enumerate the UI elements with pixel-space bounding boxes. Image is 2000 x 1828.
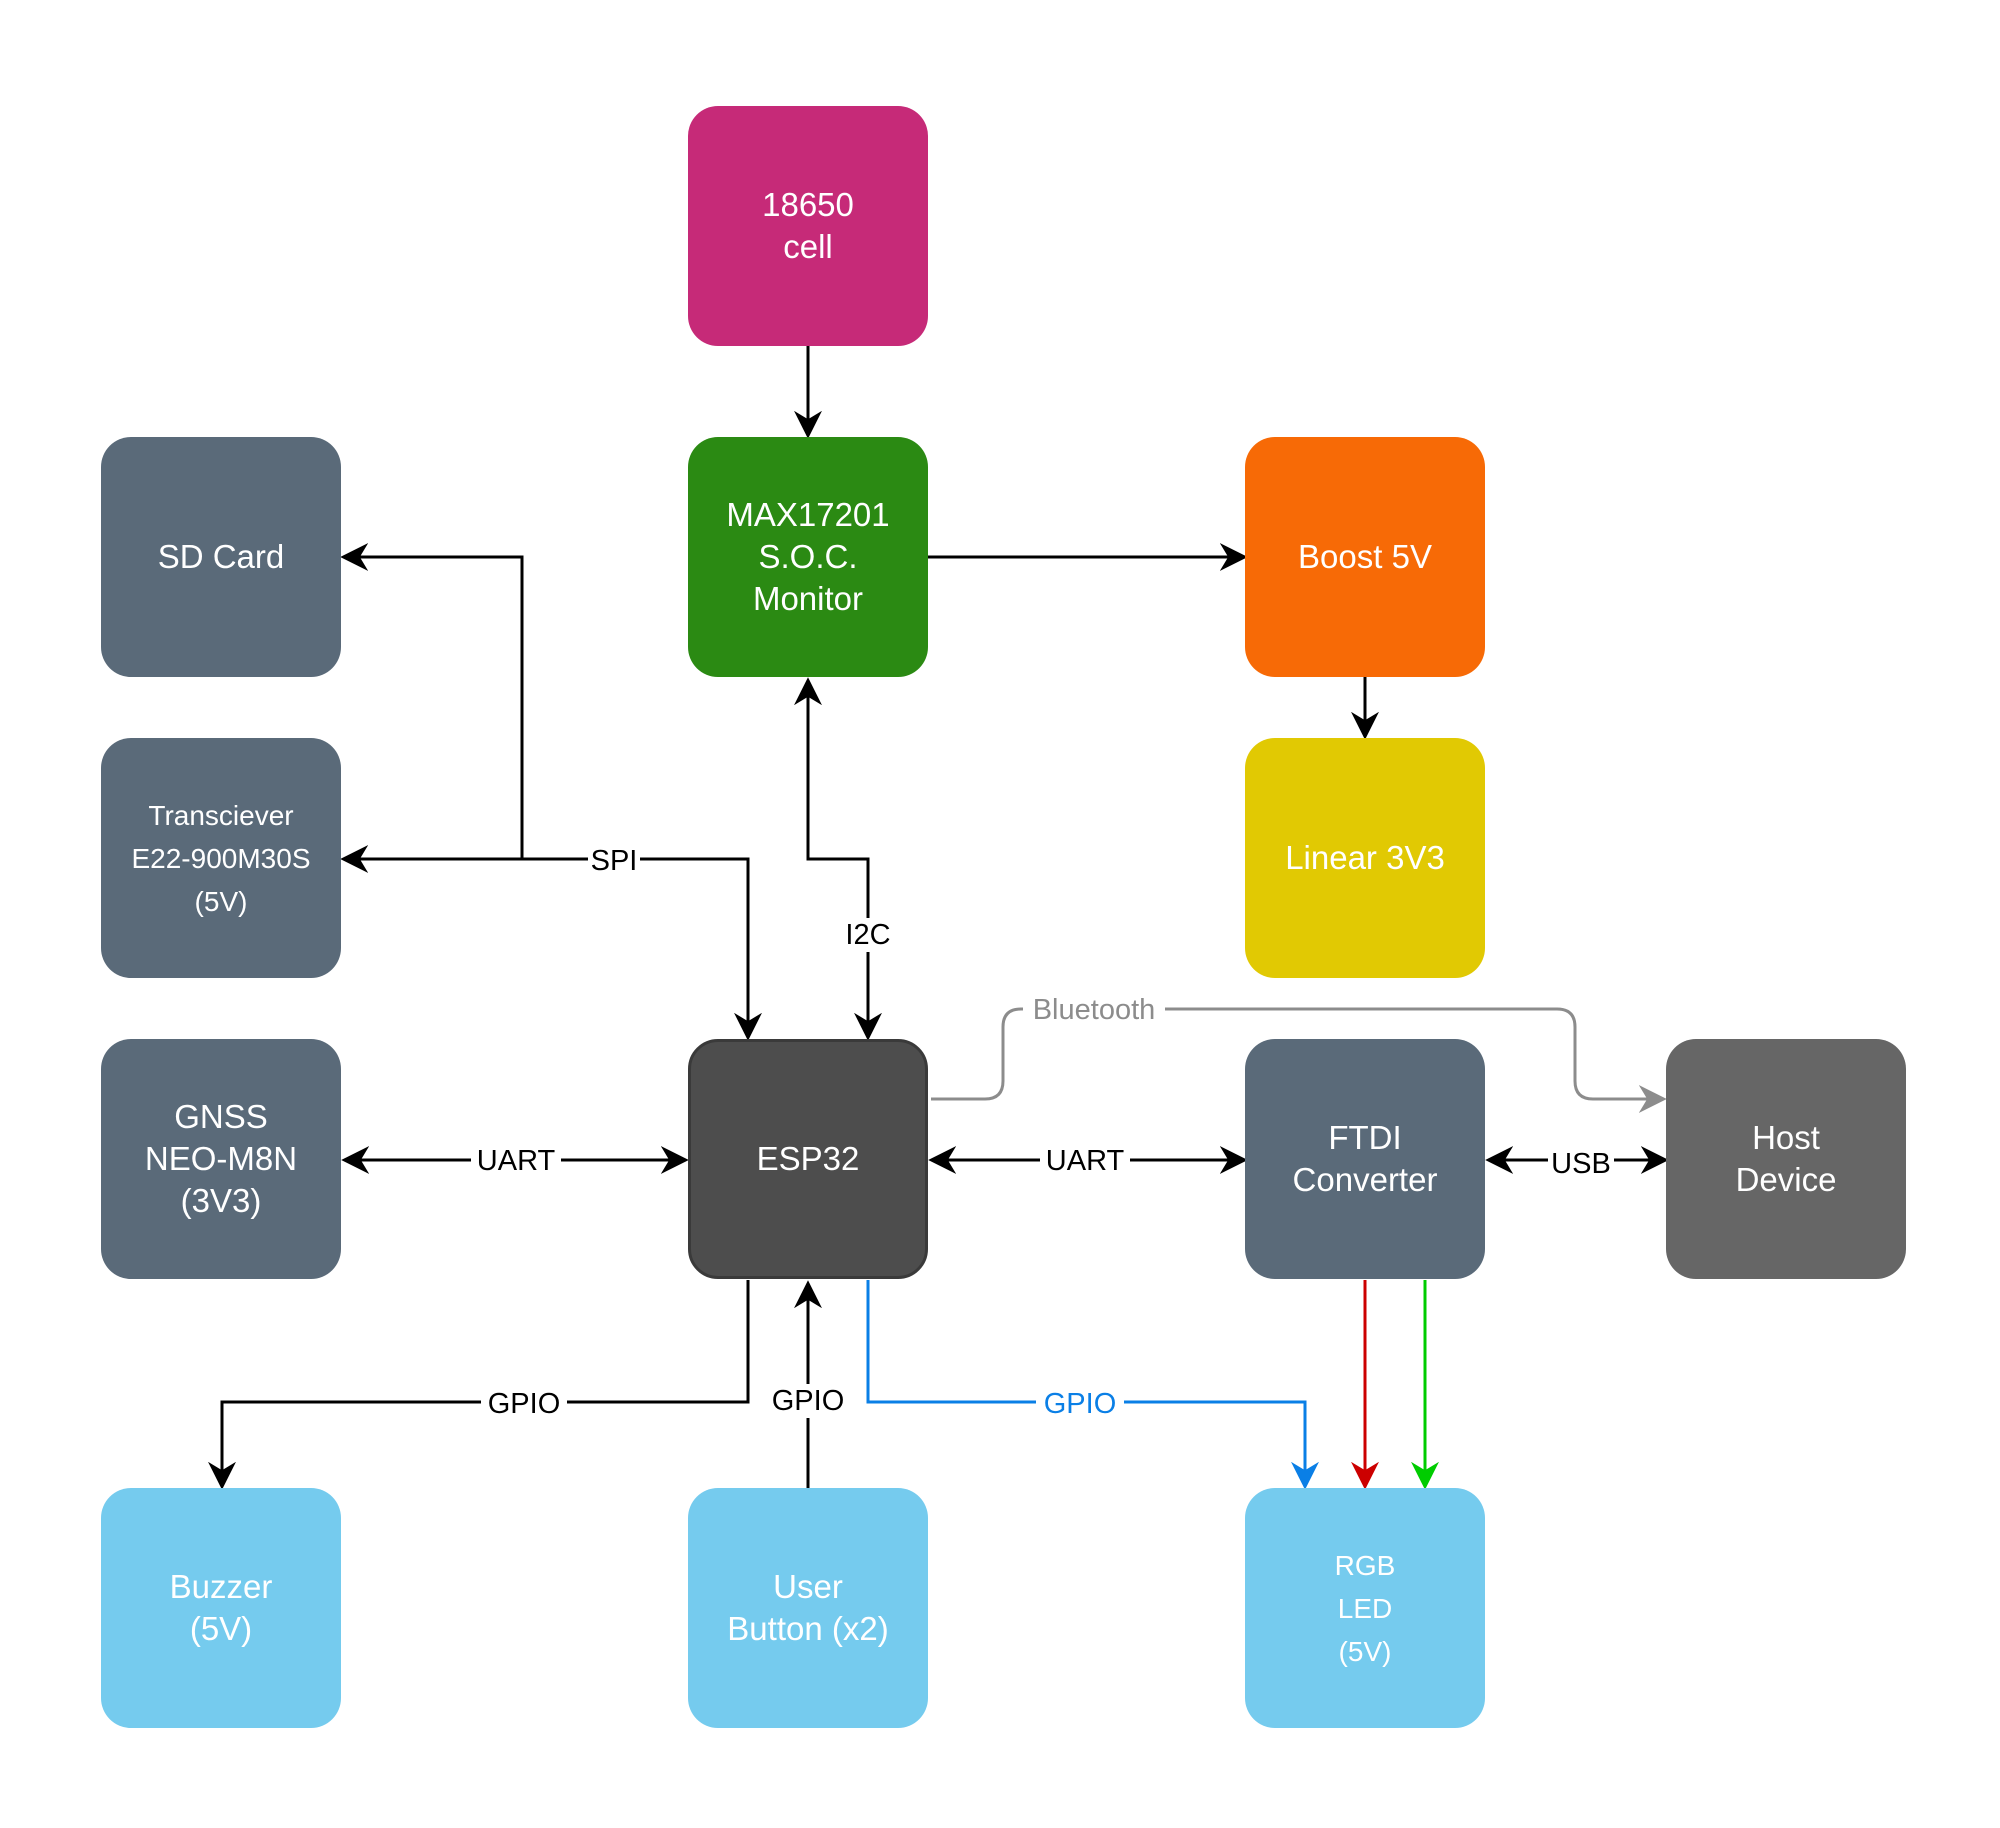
- sd-card-label: SD Card: [157, 538, 285, 575]
- edge-bluetooth: [931, 1007, 1667, 1113]
- cell-label-line-2: cell: [783, 228, 833, 265]
- edge-i2c: [794, 677, 882, 1041]
- esp32-block: ESP32: [688, 1039, 928, 1279]
- transceiver-label-line-3: (5V): [194, 885, 248, 917]
- transceiver-label-line-1: Transciever: [148, 799, 294, 831]
- transceiver-block: Transciever E22-900M30S (5V): [101, 738, 341, 978]
- label-uart-gnss: UART: [477, 1145, 556, 1177]
- label-gpio-button: GPIO: [772, 1385, 845, 1417]
- soc-label-line-3: Monitor: [752, 580, 864, 617]
- label-gpio-rgb: GPIO: [1044, 1388, 1117, 1420]
- esp32-label: ESP32: [756, 1140, 860, 1177]
- label-usb: USB: [1551, 1148, 1611, 1180]
- rgb-label-line-1: RGB: [1334, 1549, 1396, 1581]
- label-i2c: I2C: [845, 919, 890, 951]
- user-button-block: User Button (x2): [688, 1488, 928, 1728]
- gnss-label-line-1: GNSS: [174, 1098, 268, 1135]
- cell-block: 18650 cell: [688, 106, 928, 346]
- soc-monitor-block: MAX17201 S.O.C. Monitor: [688, 437, 928, 677]
- ftdi-label-line-1: FTDI: [1328, 1119, 1402, 1156]
- soc-label-line-1: MAX17201: [726, 496, 890, 533]
- rgb-label-line-2: LED: [1337, 1592, 1393, 1624]
- gnss-label-line-3: (3V3): [180, 1182, 262, 1219]
- linear-label: Linear 3V3: [1285, 839, 1445, 876]
- host-label-line-1: Host: [1752, 1119, 1820, 1156]
- cell-label-line-1: 18650: [762, 186, 854, 223]
- user-button-label-line-1: User: [773, 1568, 843, 1605]
- buzzer-label-line-1: Buzzer: [169, 1568, 273, 1605]
- label-uart-ftdi: UART: [1046, 1145, 1125, 1177]
- buzzer-label-line-2: (5V): [189, 1610, 253, 1647]
- soc-label-line-2: S.O.C.: [758, 538, 858, 575]
- linear-block: Linear 3V3: [1245, 738, 1485, 978]
- user-button-label-line-2: Button (x2): [727, 1610, 889, 1647]
- transceiver-label-line-2: E22-900M30S: [131, 842, 311, 874]
- buzzer-block: Buzzer (5V): [101, 1488, 341, 1728]
- ftdi-label-line-2: Converter: [1292, 1161, 1438, 1198]
- label-bluetooth: Bluetooth: [1033, 994, 1156, 1026]
- host-label-line-2: Device: [1735, 1161, 1837, 1198]
- label-spi: SPI: [591, 845, 638, 877]
- edge-gpio-rgb: [866, 1280, 1319, 1490]
- sd-card-block: SD Card: [101, 437, 341, 677]
- label-gpio-buzzer: GPIO: [488, 1388, 561, 1420]
- rgb-label-line-3: (5V): [1338, 1635, 1392, 1667]
- gnss-label-line-2: NEO-M8N: [144, 1140, 298, 1177]
- edge-spi-trunk: [522, 857, 762, 1041]
- edge-spi-to-sd: [340, 543, 524, 859]
- ftdi-block: FTDI Converter: [1245, 1039, 1485, 1279]
- gnss-block: GNSS NEO-M8N (3V3): [101, 1039, 341, 1279]
- host-device-block: Host Device: [1666, 1039, 1906, 1279]
- edge-gpio-buzzer: [208, 1280, 750, 1490]
- rgb-led-block: RGB LED (5V): [1245, 1488, 1485, 1728]
- boost-block: Boost 5V: [1245, 437, 1485, 677]
- boost-label: Boost 5V: [1298, 538, 1432, 575]
